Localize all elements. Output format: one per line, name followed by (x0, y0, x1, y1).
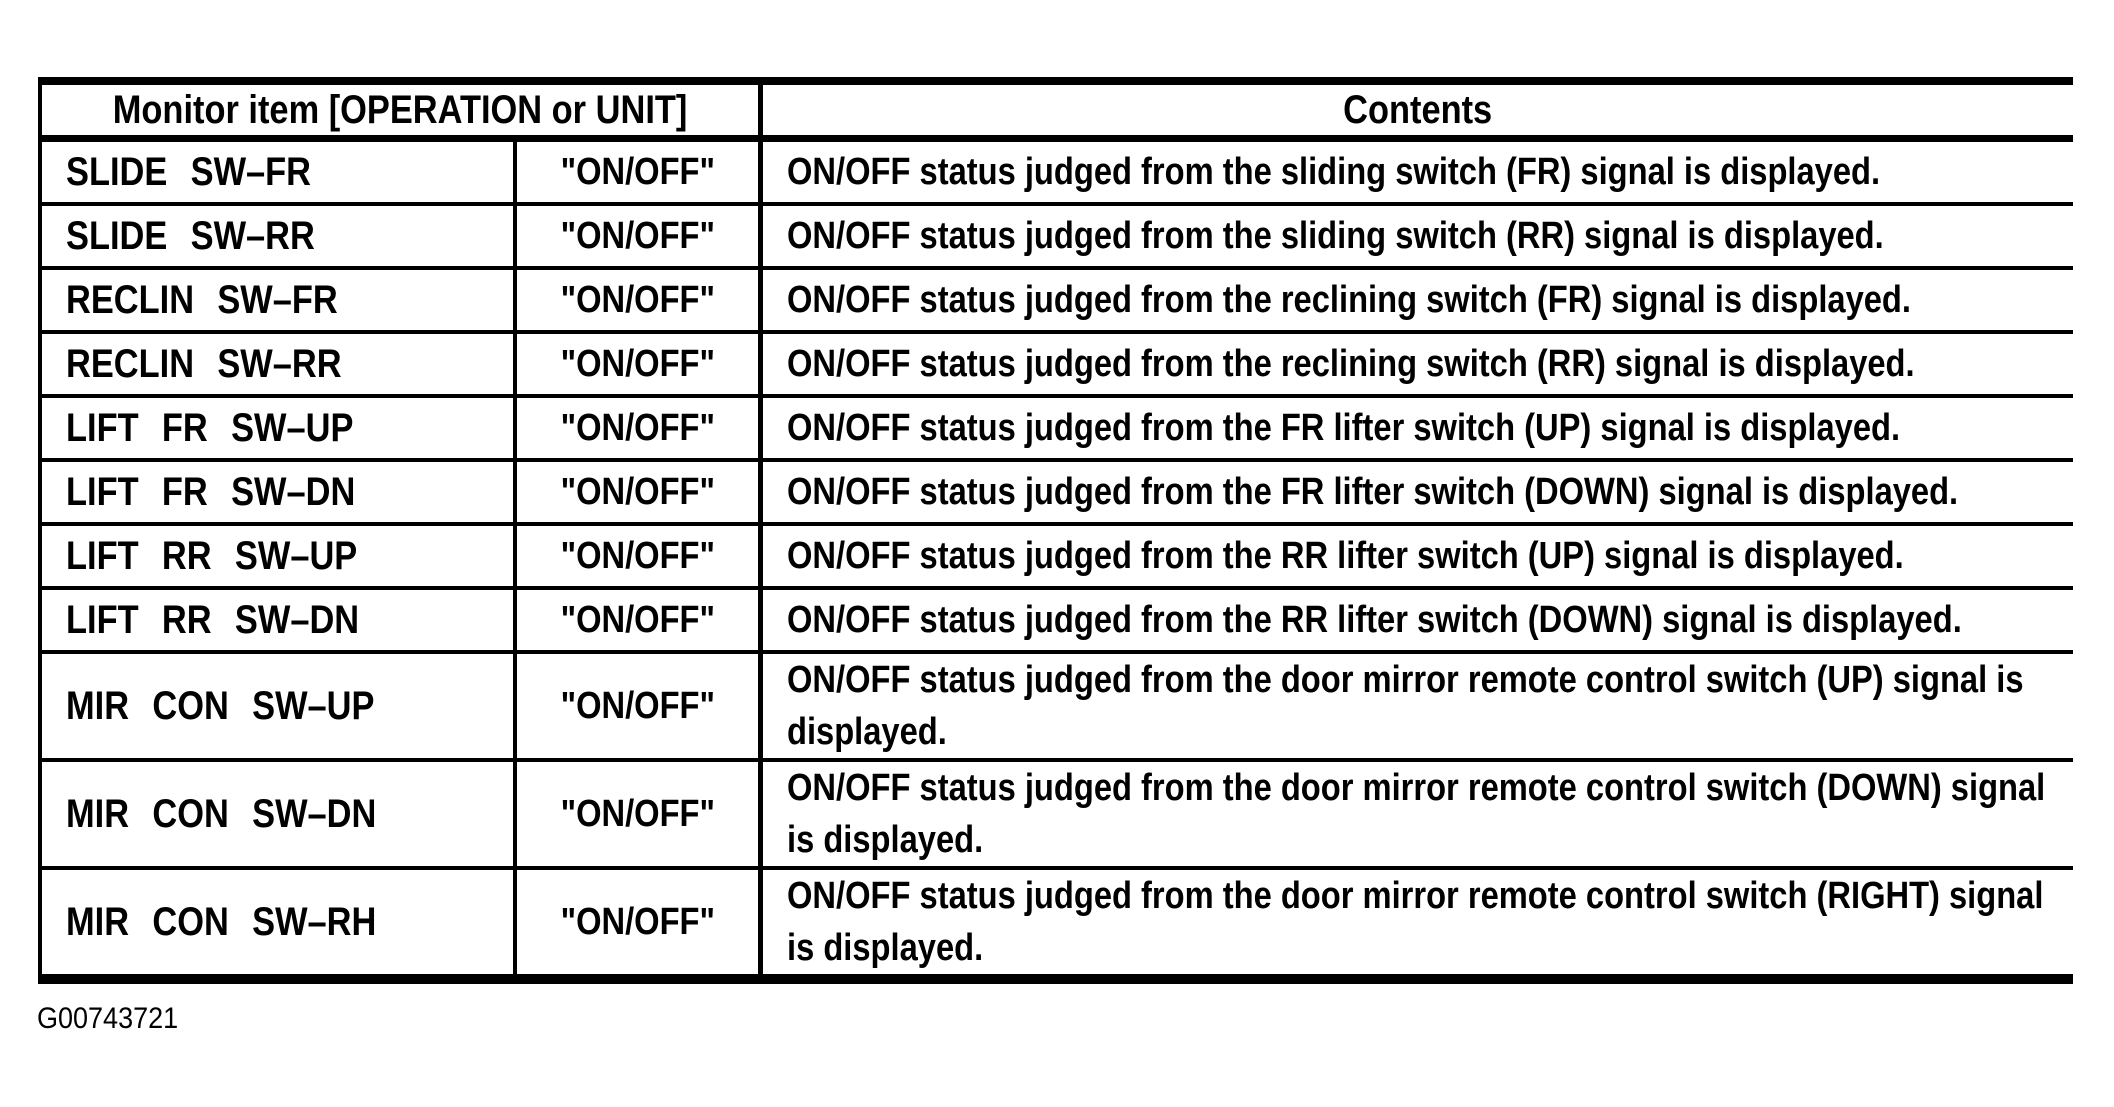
contents-cell: ON/OFF status judged from the door mirro… (763, 870, 2073, 974)
contents-cell: ON/OFF status judged from the RR lifter … (763, 590, 2073, 650)
contents-text: ON/OFF status judged from the FR lifter … (787, 471, 1959, 513)
contents-text: ON/OFF status judged from the reclining … (787, 343, 1915, 385)
operation-cell: "ON/OFF" (517, 334, 763, 394)
operation-cell: "ON/OFF" (517, 462, 763, 522)
contents-text: ON/OFF status judged from the sliding sw… (787, 151, 1881, 193)
contents-text: ON/OFF status judged from the RR lifter … (787, 535, 1904, 577)
contents-cell: ON/OFF status judged from the reclining … (763, 270, 2073, 330)
operation-cell: "ON/OFF" (517, 526, 763, 586)
operation-value: "ON/OFF" (560, 470, 715, 513)
operation-cell: "ON/OFF" (517, 270, 763, 330)
header-monitor-item-cell: Monitor item [OPERATION or UNIT] (42, 85, 763, 135)
monitor-item-cell: MIR CON SW–UP (42, 654, 517, 758)
operation-value: "ON/OFF" (560, 214, 715, 257)
operation-cell: "ON/OFF" (517, 590, 763, 650)
contents-text: ON/OFF status judged from the FR lifter … (787, 407, 1901, 449)
monitor-item-label: LIFT FR SW–UP (66, 405, 354, 450)
monitor-item-label: MIR CON SW–UP (66, 683, 375, 728)
table-row: MIR CON SW–UP "ON/OFF" ON/OFF status jud… (42, 650, 2073, 758)
table-row: MIR CON SW–RH "ON/OFF" ON/OFF status jud… (42, 866, 2073, 974)
monitor-item-cell: RECLIN SW–FR (42, 270, 517, 330)
operation-cell: "ON/OFF" (517, 206, 763, 266)
monitor-item-label: LIFT RR SW–DN (66, 597, 360, 642)
contents-text: ON/OFF status judged from the door mirro… (787, 659, 2024, 753)
contents-text: ON/OFF status judged from the sliding sw… (787, 215, 1884, 257)
table-row: LIFT FR SW–DN "ON/OFF" ON/OFF status jud… (42, 458, 2073, 522)
contents-text: ON/OFF status judged from the door mirro… (787, 767, 2046, 861)
monitor-item-label: RECLIN SW–RR (66, 341, 342, 386)
operation-cell: "ON/OFF" (517, 142, 763, 202)
operation-value: "ON/OFF" (560, 684, 715, 727)
monitor-item-label: MIR CON SW–DN (66, 791, 377, 836)
contents-cell: ON/OFF status judged from the door mirro… (763, 654, 2073, 758)
monitor-item-label: LIFT RR SW–UP (66, 533, 358, 578)
monitor-item-label: MIR CON SW–RH (66, 899, 377, 944)
table-body: SLIDE SW–FR "ON/OFF" ON/OFF status judge… (42, 142, 2073, 974)
monitor-item-cell: LIFT RR SW–DN (42, 590, 517, 650)
table-row: LIFT RR SW–DN "ON/OFF" ON/OFF status jud… (42, 586, 2073, 650)
header-contents-cell: Contents (763, 85, 2073, 135)
monitor-item-cell: LIFT RR SW–UP (42, 526, 517, 586)
operation-value: "ON/OFF" (560, 900, 715, 943)
monitor-item-cell: MIR CON SW–DN (42, 762, 517, 866)
contents-text: ON/OFF status judged from the reclining … (787, 279, 1911, 321)
monitor-item-cell: LIFT FR SW–DN (42, 462, 517, 522)
figure-code: G00743721 (37, 1002, 179, 1035)
table-row: MIR CON SW–DN "ON/OFF" ON/OFF status jud… (42, 758, 2073, 866)
monitor-item-label: SLIDE SW–FR (66, 149, 312, 194)
operation-value: "ON/OFF" (560, 278, 715, 321)
header-monitor-item-label: Monitor item [OPERATION or UNIT] (112, 87, 688, 132)
table-header-row: Monitor item [OPERATION or UNIT] Content… (42, 85, 2073, 142)
operation-value: "ON/OFF" (560, 792, 715, 835)
operation-value: "ON/OFF" (560, 598, 715, 641)
operation-cell: "ON/OFF" (517, 398, 763, 458)
monitor-item-label: SLIDE SW–RR (66, 213, 315, 258)
contents-text: ON/OFF status judged from the RR lifter … (787, 599, 1962, 641)
contents-cell: ON/OFF status judged from the sliding sw… (763, 206, 2073, 266)
monitor-item-cell: SLIDE SW–FR (42, 142, 517, 202)
table-row: SLIDE SW–RR "ON/OFF" ON/OFF status judge… (42, 202, 2073, 266)
header-contents-label: Contents (1343, 87, 1493, 132)
monitor-item-cell: SLIDE SW–RR (42, 206, 517, 266)
contents-cell: ON/OFF status judged from the FR lifter … (763, 462, 2073, 522)
table-row: LIFT FR SW–UP "ON/OFF" ON/OFF status jud… (42, 394, 2073, 458)
contents-cell: ON/OFF status judged from the RR lifter … (763, 526, 2073, 586)
monitor-item-cell: MIR CON SW–RH (42, 870, 517, 974)
contents-text: ON/OFF status judged from the door mirro… (787, 875, 2044, 969)
table-row: SLIDE SW–FR "ON/OFF" ON/OFF status judge… (42, 142, 2073, 202)
operation-value: "ON/OFF" (560, 406, 715, 449)
operation-cell: "ON/OFF" (517, 762, 763, 866)
contents-cell: ON/OFF status judged from the reclining … (763, 334, 2073, 394)
operation-value: "ON/OFF" (560, 342, 715, 385)
monitor-item-cell: RECLIN SW–RR (42, 334, 517, 394)
table-row: LIFT RR SW–UP "ON/OFF" ON/OFF status jud… (42, 522, 2073, 586)
monitor-item-label: LIFT FR SW–DN (66, 469, 356, 514)
monitor-item-label: RECLIN SW–FR (66, 277, 338, 322)
monitor-table: Monitor item [OPERATION or UNIT] Content… (38, 77, 2073, 984)
operation-value: "ON/OFF" (560, 534, 715, 577)
operation-cell: "ON/OFF" (517, 870, 763, 974)
table-row: RECLIN SW–RR "ON/OFF" ON/OFF status judg… (42, 330, 2073, 394)
operation-cell: "ON/OFF" (517, 654, 763, 758)
operation-value: "ON/OFF" (560, 150, 715, 193)
contents-cell: ON/OFF status judged from the door mirro… (763, 762, 2073, 866)
contents-cell: ON/OFF status judged from the sliding sw… (763, 142, 2073, 202)
contents-cell: ON/OFF status judged from the FR lifter … (763, 398, 2073, 458)
table-row: RECLIN SW–FR "ON/OFF" ON/OFF status judg… (42, 266, 2073, 330)
monitor-item-cell: LIFT FR SW–UP (42, 398, 517, 458)
